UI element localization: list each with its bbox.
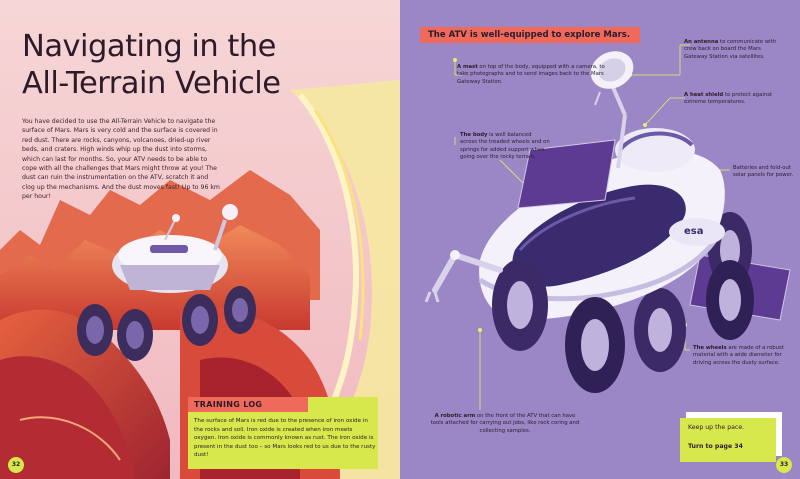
callout-body-text: is well balanced across the treaded whee… [460,132,550,161]
turn-to-page-link[interactable]: Turn to page 34 [688,443,743,450]
callout-body-bold: The body [460,132,488,138]
training-log-tag [188,397,308,412]
pace-box [680,418,776,462]
callout-heat-shield-text: to protect against extreme temperatures. [684,92,773,106]
callout-mast: A mast on top of the body, equipped with… [457,64,605,86]
callout-antenna: An antenna to communicate with crew back… [684,39,784,61]
left-page: Navigating in the All-Terrain Vehicle Yo… [0,0,400,479]
callout-wheels-bold: The wheels [693,345,727,351]
callout-antenna-text: to communicate with crew back on board t… [684,39,777,60]
callout-antenna-bold: An antenna [684,39,719,45]
callout-heat-shield-bold: A heat shield [684,92,724,98]
rover-esa-logo: esa [684,226,704,237]
small-rover [77,204,256,361]
callout-wheels-text: are made of a robust material with a wid… [693,345,784,366]
atv-illustration [424,44,791,410]
right-page: esa The ATV is well-equipped to explore … [400,0,800,479]
title-line-2: All-Terrain Vehicle [22,66,281,101]
page-number-right: 33 [776,457,792,473]
section-heading: The ATV is well-equipped to explore Mars… [420,27,641,43]
callout-wheels: The wheels are made of a robust material… [693,345,785,367]
page-number-left: 32 [8,457,24,473]
callout-heat-shield: A heat shield to protect against extreme… [684,92,784,107]
callout-robotic-arm: A robotic arm on the front of the ATV th… [430,413,580,435]
callout-mast-text: on top of the body, equipped with a came… [457,64,605,85]
training-log-label: TRAINING LOG [194,400,263,409]
pace-text: Keep up the pace. [688,424,745,431]
callout-robotic-arm-bold: A robotic arm [434,413,476,419]
intro-paragraph: You have decided to use the All-Terrain … [22,118,220,201]
callout-robotic-arm-text: on the front of the ATV that can have to… [430,413,580,434]
title-line-1: Navigating in the [22,29,276,64]
training-log-text: The surface of Mars is red due to the pr… [194,418,376,458]
callout-mast-bold: A mast [457,64,478,70]
callout-batteries: Batteries and fold-out solar panels for … [733,165,794,179]
page-title: Navigating in the All-Terrain Vehicle [22,28,322,102]
callout-body: The body is well balanced across the tre… [460,132,550,162]
